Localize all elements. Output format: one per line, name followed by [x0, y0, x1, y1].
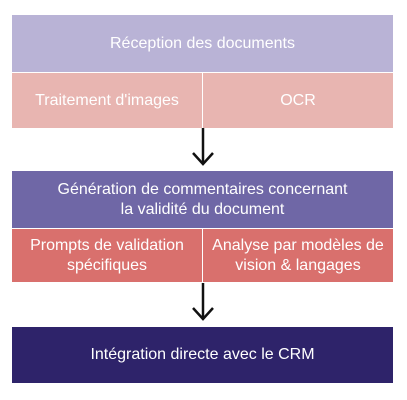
step-integration: Intégration directe avec le CRM: [12, 327, 393, 383]
step-reception-label: Réception des documents: [110, 34, 295, 52]
step-analyse-label: Analyse par modèles de vision & langages: [212, 237, 384, 274]
step-ocr-label: OCR: [280, 91, 316, 109]
step-ocr: OCR: [203, 73, 393, 128]
step-traitement: Traitement d'images: [12, 73, 202, 128]
down-arrow-icon: [192, 128, 214, 166]
step-traitement-label: Traitement d'images: [35, 91, 179, 109]
down-arrow-icon: [192, 283, 214, 321]
step-generation-label: Génération de commentaires concernant la…: [57, 181, 348, 218]
step-integration-label: Intégration directe avec le CRM: [90, 346, 315, 364]
step-generation: Génération de commentaires concernant la…: [12, 171, 393, 228]
step-prompts-label: Prompts de validation spécifiques: [30, 237, 184, 274]
step-analyse: Analyse par modèles de vision & langages: [203, 229, 393, 282]
step-prompts: Prompts de validation spécifiques: [12, 229, 202, 282]
step-reception: Réception des documents: [12, 15, 393, 72]
